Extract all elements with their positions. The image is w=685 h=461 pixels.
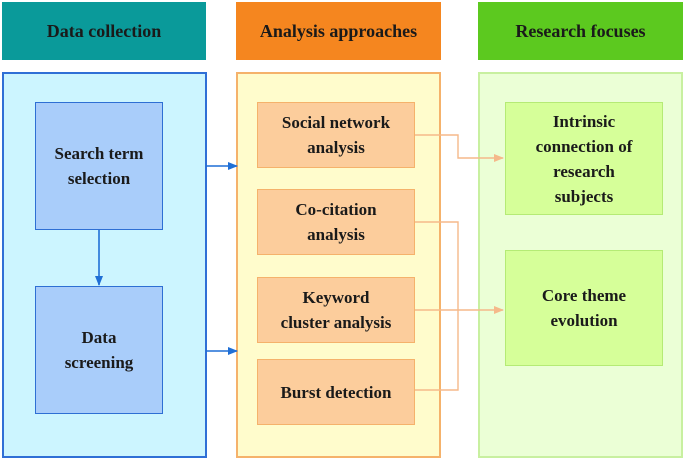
box-intrinsic-connection: Intrinsic connection of research subject… xyxy=(505,102,663,215)
box-burst-detection: Burst detection xyxy=(257,359,415,425)
box-social-network-analysis: Social network analysis xyxy=(257,102,415,168)
header-data-collection: Data collection xyxy=(2,2,206,60)
header-analysis-approaches: Analysis approaches xyxy=(236,2,441,60)
box-core-theme-evolution: Core theme evolution xyxy=(505,250,663,366)
box-co-citation-analysis: Co-citation analysis xyxy=(257,189,415,255)
box-search-term-selection: Search term selection xyxy=(35,102,163,230)
box-data-screening: Data screening xyxy=(35,286,163,414)
box-keyword-cluster-analysis: Keyword cluster analysis xyxy=(257,277,415,343)
header-research-focuses: Research focuses xyxy=(478,2,683,60)
